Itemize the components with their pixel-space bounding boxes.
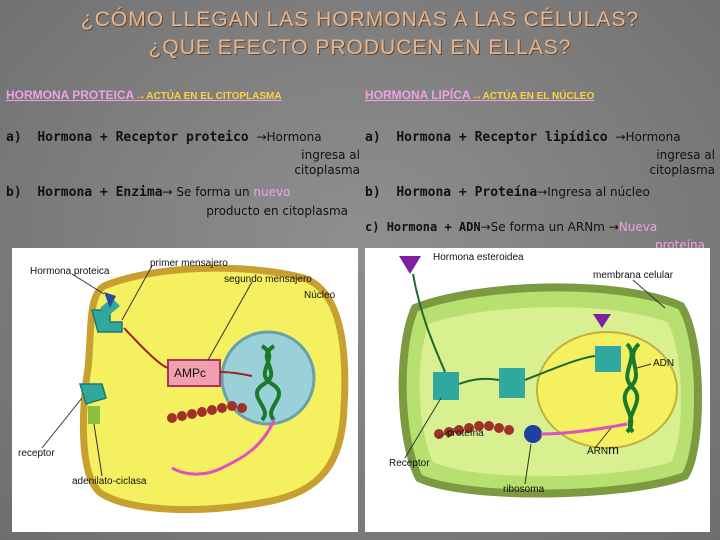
right-heading-sub: ACTÚA EN EL NÚCLEO [482, 91, 595, 102]
dna-helix-icon [260, 344, 281, 422]
leader-line [594, 427, 612, 449]
right-item-c: c) Hormona + ADN→Se forma un ARNm →Nueva [365, 220, 657, 234]
receptor-icon [433, 372, 459, 400]
arrow-icon: → [256, 130, 267, 144]
right-item-b: b) Hormona + Proteína→Ingresa al núcleo [365, 185, 650, 200]
label-hormona-esteroidea: Hormona esteroidea [433, 252, 524, 263]
label-proteina: proteína [447, 428, 484, 439]
leader-line [436, 427, 456, 439]
leader-line [524, 443, 532, 485]
protein-diagram-svg [41, 264, 349, 514]
label-adenilato-ciclasa: adenilato-ciclasa [72, 476, 147, 487]
left-heading-main: HORMONA PROTEICA [6, 88, 135, 102]
leader-line [207, 281, 253, 361]
right-item-a: a) Hormona + Receptor lipídico →Hormona [365, 130, 681, 145]
item-result-line: citoplasma [294, 163, 360, 177]
arrow-icon: → [480, 220, 491, 234]
item-label: a) [6, 130, 22, 145]
item-text: Hormona + Receptor lipídico [396, 130, 608, 145]
right-item-a-cont: ingresa al citoplasma [560, 148, 715, 178]
label-arn: ARN [587, 446, 609, 457]
signal-chain [167, 401, 247, 423]
label-receptor: Receptor [389, 458, 430, 469]
dna-helix-icon [622, 342, 641, 434]
left-item-b: b) Hormona + Enzima→ Se forma un nuevo [6, 185, 290, 200]
item-label: a) [365, 130, 381, 145]
item-result: Hormona [625, 130, 681, 144]
item-text: Hormona + Receptor proteico [37, 130, 249, 145]
leader-line [41, 397, 83, 449]
adenylate-cyclase-icon [88, 406, 100, 424]
leader-line [636, 363, 652, 369]
receptor-icon [499, 368, 525, 398]
item-text: Hormona + ADN [386, 220, 481, 234]
receptor-icon [78, 383, 107, 405]
left-item-a: a) Hormona + Receptor proteico →Hormona [6, 130, 322, 145]
steroid-hormone-diagram: Hormona esteroidea membrana celular ADN … [365, 248, 710, 532]
leader-line [404, 397, 442, 459]
page-title: ¿CÓMO LLEGAN LAS HORMONAS A LAS CÉLULAS? [80, 8, 640, 31]
leader-line [632, 279, 666, 309]
arrow-icon [458, 377, 500, 385]
item-result: Ingresa al núcleo [547, 185, 650, 199]
steroid-diagram-svg [398, 256, 702, 498]
protein-hormone-icon [104, 292, 116, 308]
item-label: b) [365, 185, 381, 200]
item-label: c) [365, 220, 380, 234]
label-hormona-proteica: Hormona proteica [30, 266, 110, 277]
left-heading: HORMONA PROTEICA→ACTÚA EN EL CITOPLASMA [6, 88, 282, 102]
mrna-strand [540, 422, 628, 436]
arrow-icon: → [608, 220, 619, 234]
left-item-a-cont: ingresa al citoplasma [200, 148, 360, 178]
protein-chain [434, 421, 514, 439]
receptor-icon [595, 346, 621, 372]
dna-helix-icon [255, 344, 276, 422]
label-adn: ADN [653, 358, 675, 369]
arrow-icon: → [537, 185, 548, 199]
left-item-b-cont: producto en citoplasma [206, 204, 348, 218]
leader-line [71, 273, 105, 295]
item-highlight: Nueva [618, 220, 658, 234]
item-result: Se forma un [172, 185, 254, 199]
item-result: Hormona [266, 130, 322, 144]
protein-hormone-diagram: Hormona proteica primer mensajero segund… [12, 248, 358, 532]
right-heading: HORMONA LIPÍCA→ACTÚA EN EL NÚCLEO [365, 88, 594, 102]
arrow-icon: → [134, 88, 147, 102]
item-label: b) [6, 185, 22, 200]
right-heading-main: HORMONA LIPÍCA [365, 88, 471, 102]
label-arnm: ARNm [587, 442, 619, 457]
item-text: Hormona + Proteína [396, 185, 538, 200]
arrow-icon [123, 327, 169, 369]
arrow-icon: → [162, 185, 173, 199]
label-membrana-celular: membrana celular [593, 270, 674, 281]
item-text: Hormona + Enzima [37, 185, 163, 200]
mrna-strand [171, 419, 276, 476]
item-result-line: ingresa al [301, 148, 360, 162]
label-primer-mensajero: primer mensajero [150, 258, 228, 269]
label-segundo-mensajero: segundo mensajero [224, 274, 312, 285]
ribosome-icon [524, 425, 542, 443]
label-nucleo: Núcleo [304, 290, 336, 301]
leader-line [121, 265, 153, 321]
arrow-icon [219, 371, 253, 377]
arrow-icon [524, 355, 596, 381]
item-result-line: citoplasma [649, 163, 715, 177]
page-subtitle: ¿QUE EFECTO PRODUCEN EN ELLAS? [148, 36, 572, 59]
item-result-line: ingresa al [656, 148, 715, 162]
steroid-hormone-icon [593, 314, 611, 328]
leader-line [93, 423, 103, 477]
arrow-icon [412, 273, 446, 373]
label-ampc: AMPc [174, 366, 207, 380]
label-arn-m: m [608, 442, 619, 457]
steroid-hormone-icon [399, 256, 421, 274]
left-heading-sub: ACTÚA EN EL CITOPLASMA [146, 91, 282, 102]
arrow-icon: → [615, 130, 626, 144]
item-result: Se forma un ARNm [490, 220, 609, 234]
label-ribosoma: ribosoma [503, 484, 545, 495]
arrow-icon: → [470, 88, 483, 102]
label-receptor: receptor [18, 448, 55, 459]
item-highlight: nuevo [253, 185, 291, 199]
